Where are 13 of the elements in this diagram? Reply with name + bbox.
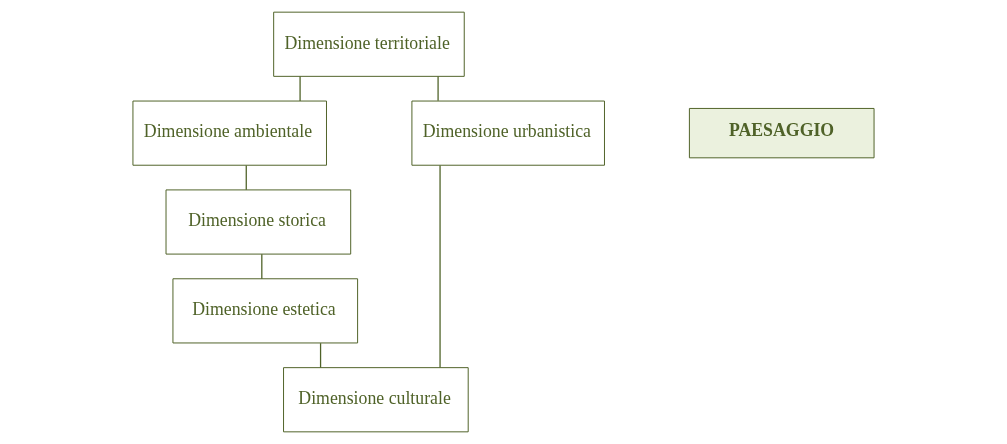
node-box: Dimensione culturale [283, 367, 469, 433]
connector [319, 342, 322, 369]
node-box: Dimensione storica [165, 189, 352, 255]
connector [245, 164, 247, 191]
connector [261, 253, 263, 280]
node-box: Dimensione ambientale [132, 100, 327, 166]
connector [299, 75, 301, 102]
node-box: Dimensione estetica [172, 278, 359, 344]
node-box: Dimensione territoriale [273, 11, 465, 77]
node-box: Dimensione urbanistica [411, 100, 605, 166]
node-box: PAESAGGIO [688, 107, 875, 159]
connector [437, 75, 439, 102]
connector [439, 164, 441, 369]
